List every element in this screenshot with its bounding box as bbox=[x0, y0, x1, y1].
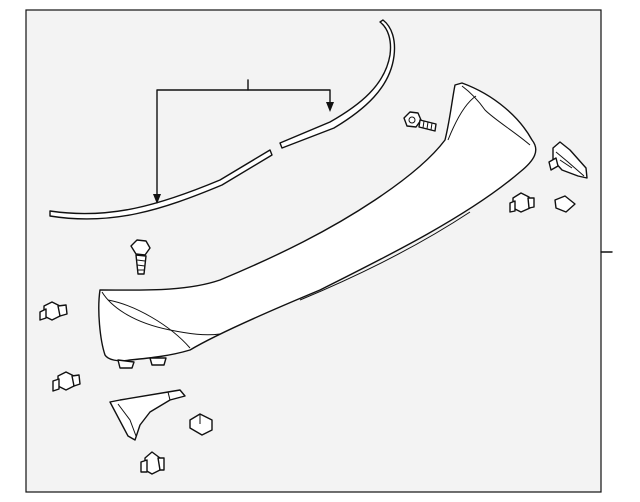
left-bolt bbox=[130, 239, 151, 275]
pad-left bbox=[189, 413, 213, 436]
callout-arrows bbox=[153, 79, 334, 204]
nut-left-lower bbox=[52, 371, 81, 392]
upper-bolt bbox=[403, 111, 437, 132]
left-end-cap bbox=[109, 389, 186, 441]
spoiler bbox=[98, 82, 537, 369]
pad-right bbox=[554, 195, 576, 213]
nut-right bbox=[509, 192, 535, 213]
nut-bottom bbox=[140, 451, 165, 475]
nut-left-upper bbox=[39, 301, 68, 321]
molding-strip bbox=[49, 19, 396, 220]
right-end-cap bbox=[548, 141, 588, 179]
